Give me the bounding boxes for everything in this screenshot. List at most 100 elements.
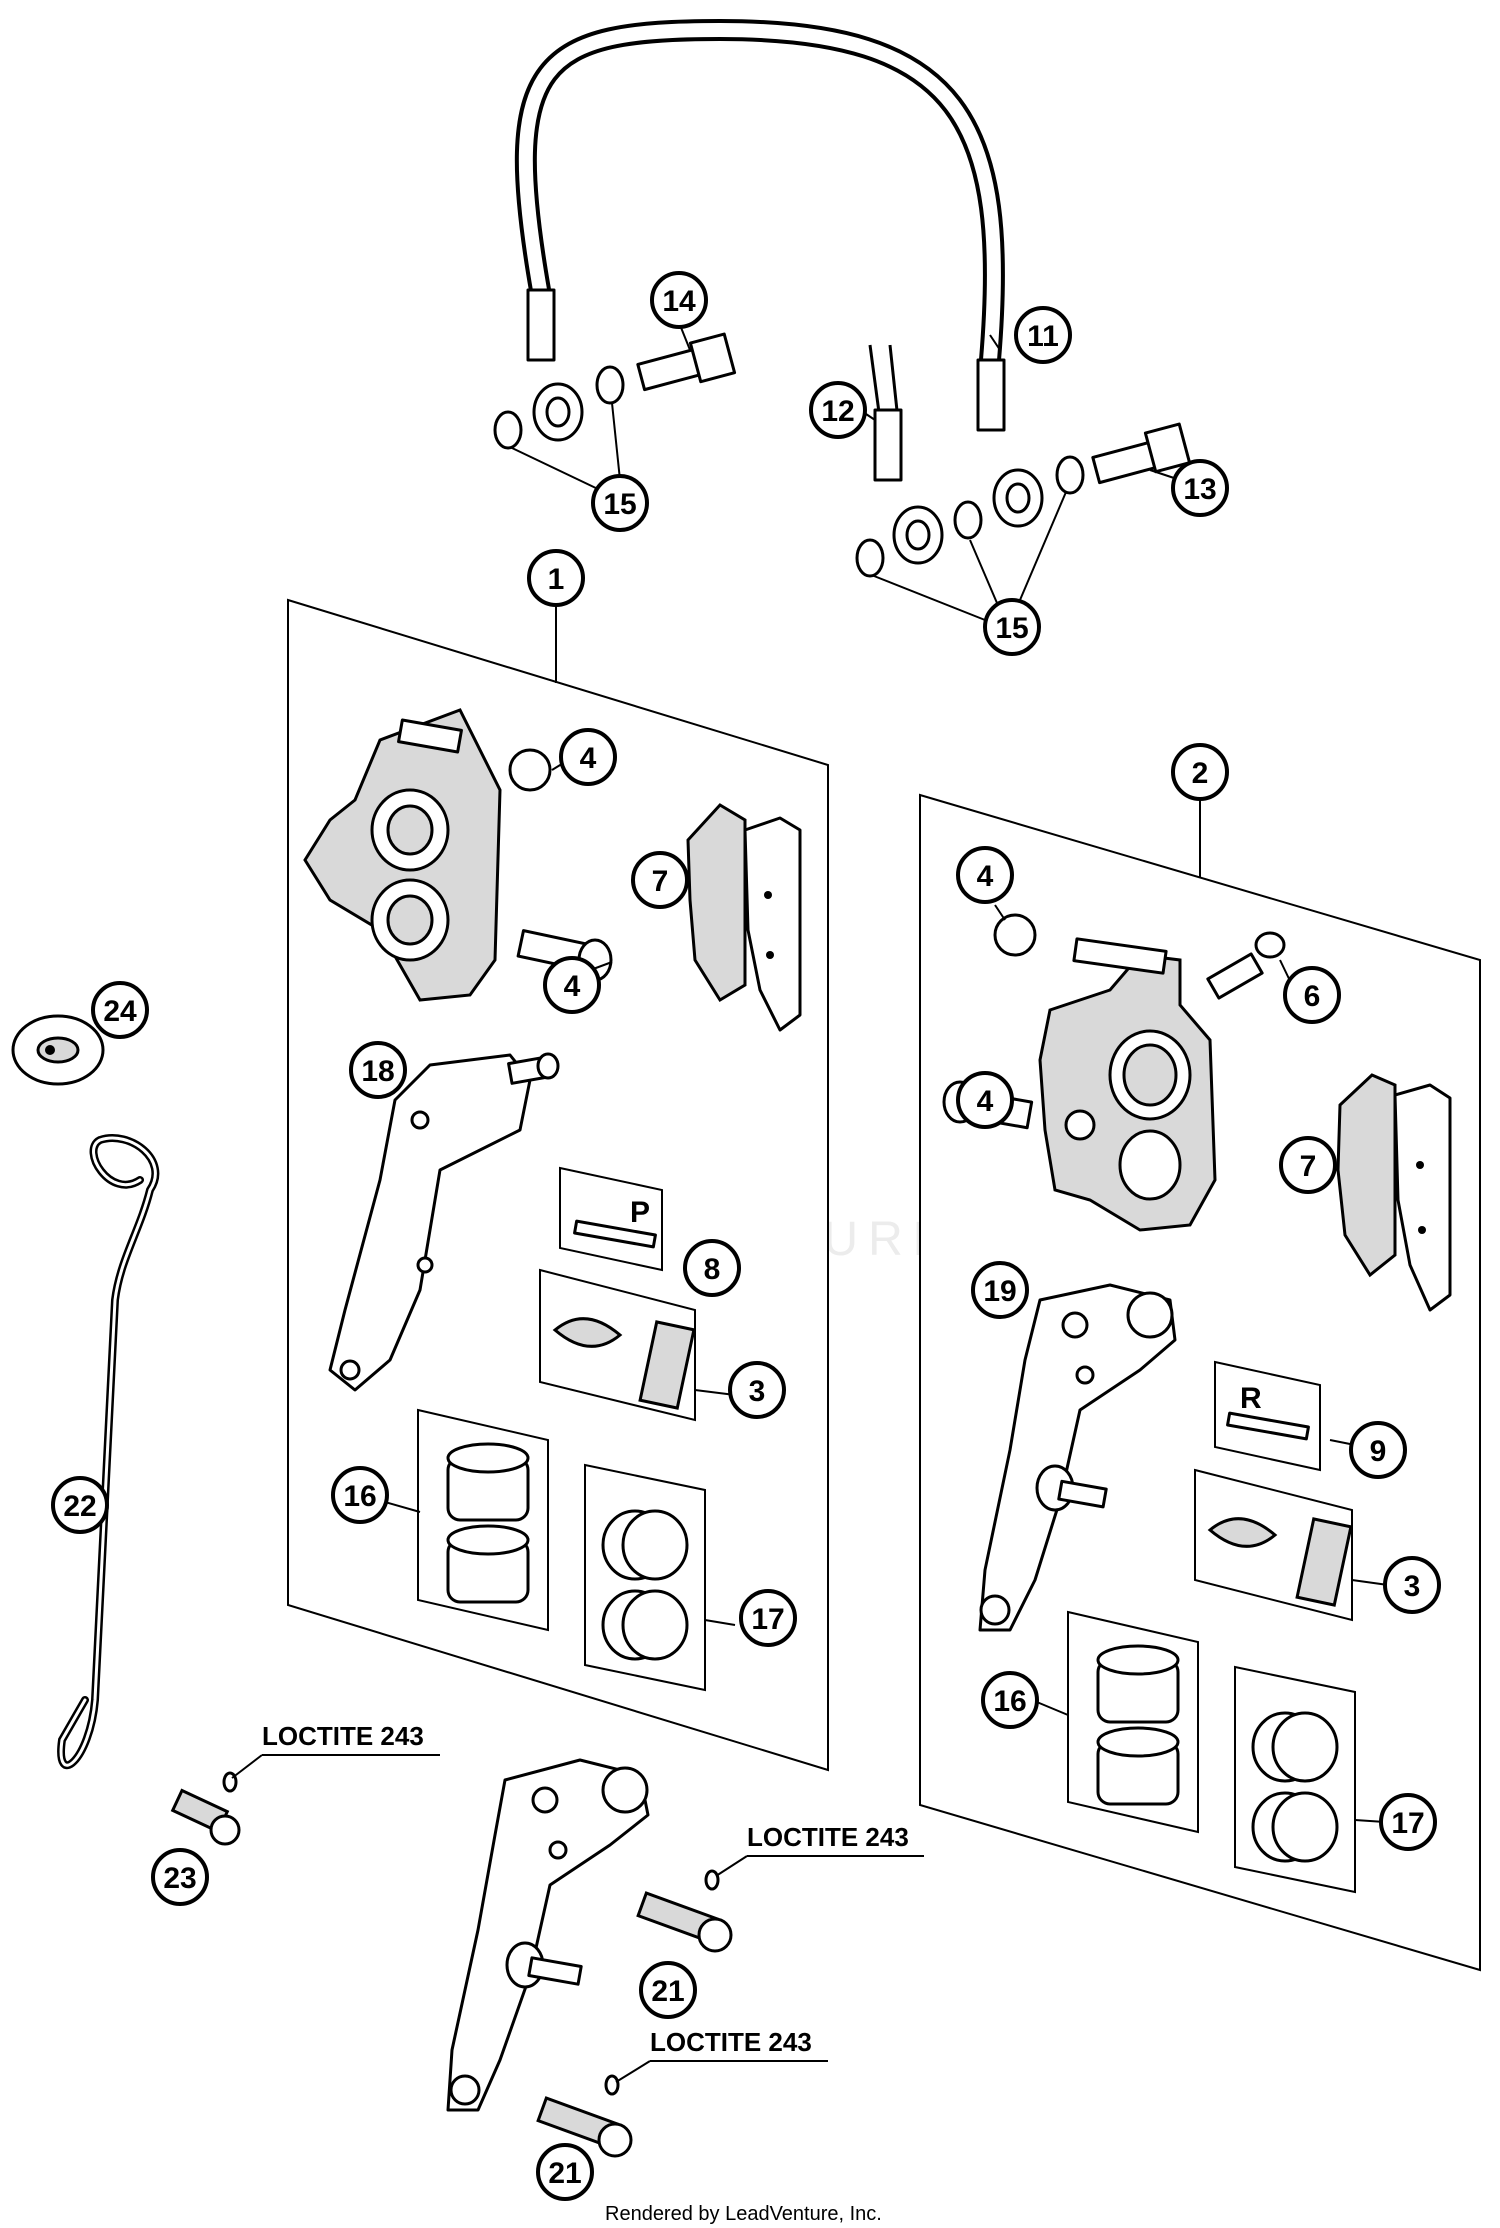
loctite-label-2: LOCTITE 243 [747, 1822, 909, 1852]
callout-number: 23 [163, 1862, 196, 1895]
caliper-bracket-bottom [446, 1758, 650, 2112]
callout-circle [956, 1071, 1014, 1129]
pin-card-8: P [559, 1166, 663, 1272]
callout-circle [983, 598, 1041, 656]
callout-number: 19 [983, 1275, 1016, 1308]
decal-card-3-right [1194, 1468, 1353, 1622]
callout-number: 9 [1370, 1435, 1387, 1468]
piston-set-16-right [1067, 1610, 1199, 1834]
callout-number: 7 [652, 865, 669, 898]
callout-number: 13 [1183, 473, 1216, 506]
callout-number: 6 [1304, 980, 1321, 1013]
loctite-note-1: LOCTITE 243 [231, 1721, 440, 1779]
callout-circle [1379, 1793, 1437, 1851]
callout-number: 7 [1300, 1150, 1317, 1183]
callout-number: 3 [749, 1375, 766, 1408]
brake-hose-11 [514, 18, 1006, 432]
callout-circle [650, 271, 708, 329]
loctite-note-3: LOCTITE 243 [615, 2027, 828, 2083]
sealing-washers-15 [493, 365, 1085, 578]
callout-number: 15 [603, 488, 636, 521]
callout-circle [331, 1466, 389, 1524]
callout-number: 12 [821, 395, 854, 428]
callout-number: 16 [343, 1480, 376, 1513]
callout-circle [971, 1261, 1029, 1319]
callout-circle [349, 1041, 407, 1099]
callout-circle [591, 474, 649, 532]
callouts: 1233444467789111213141515161617171819212… [51, 271, 1441, 2201]
callout-circle [559, 728, 617, 786]
screw-21-lower [536, 2074, 633, 2158]
callout-number: 18 [361, 1055, 394, 1088]
brake-line-12 [868, 344, 944, 565]
callout-circle [1279, 1136, 1337, 1194]
callout-circle [527, 549, 585, 607]
grommet-24 [11, 1014, 105, 1086]
banjo-bolt-13 [1091, 422, 1192, 485]
banjo-fitting-left [532, 382, 584, 442]
rendered-by-credit: Rendered by LeadVenture, Inc. [605, 2203, 882, 2225]
callout-circle [1283, 966, 1341, 1024]
caliper-bracket-19 [978, 1283, 1177, 1632]
leader-lines-hose [511, 324, 1181, 621]
brake-pads-7-right [1336, 1073, 1452, 1312]
callout-number: 21 [548, 2157, 581, 2190]
callout-circle [981, 1671, 1039, 1729]
seal-set-17-right [1234, 1665, 1356, 1894]
callout-number: 4 [977, 860, 994, 893]
callout-circle [728, 1361, 786, 1419]
callout-circle [91, 981, 149, 1039]
callout-circle [151, 1848, 209, 1906]
piston-set-16-left [417, 1408, 549, 1632]
callout-number: 17 [751, 1603, 784, 1636]
callout-number: 17 [1391, 1807, 1424, 1840]
callout-circle [543, 956, 601, 1014]
callout-circle [739, 1589, 797, 1647]
callout-number: 24 [103, 995, 137, 1028]
loctite-label-1: LOCTITE 243 [262, 1721, 424, 1751]
callout-circle [809, 381, 867, 439]
callout-number: 1 [548, 563, 565, 596]
callout-circle [683, 1239, 741, 1297]
callout-number: 16 [993, 1685, 1026, 1718]
screw-23 [170, 1771, 241, 1846]
bleed-valve-6 [1206, 931, 1286, 1000]
banjo-fitting-right [992, 468, 1044, 528]
decal-card-3-left [539, 1268, 696, 1422]
callout-circle [51, 1476, 109, 1534]
bleed-cap-4-right [993, 913, 1037, 957]
callout-circle [536, 2143, 594, 2201]
pin-card-8-letter: P [630, 1196, 650, 1229]
screw-21-upper [636, 1869, 733, 1953]
callout-number: 4 [580, 742, 597, 775]
bleed-cap-4-left [508, 748, 552, 792]
callout-number: 4 [564, 970, 581, 1003]
seal-set-17-left [584, 1463, 706, 1692]
callout-number: 15 [995, 612, 1028, 645]
callout-circle [1014, 306, 1072, 364]
brake-pads-7-left [686, 803, 802, 1032]
caliper-housing-right [1038, 937, 1217, 1232]
pin-card-9: R [1214, 1360, 1321, 1472]
callout-number: 3 [1404, 1570, 1421, 1603]
callout-number: 8 [704, 1253, 721, 1286]
callout-circle [639, 1961, 697, 2019]
callout-number: 21 [651, 1975, 684, 2008]
callout-number: 2 [1192, 757, 1209, 790]
loctite-label-3: LOCTITE 243 [650, 2027, 812, 2057]
callout-number: 4 [977, 1085, 994, 1118]
callout-circle [956, 846, 1014, 904]
banjo-bolt-14 [636, 332, 737, 392]
callout-number: 11 [1027, 320, 1059, 353]
caliper-bracket-18 [328, 1052, 560, 1392]
callout-circle [1171, 459, 1229, 517]
callout-number: 22 [63, 1490, 96, 1523]
callout-circle [1349, 1421, 1407, 1479]
callout-circle [1383, 1556, 1441, 1614]
loctite-note-2: LOCTITE 243 [715, 1822, 924, 1877]
wire-clip-22 [57, 1134, 160, 1770]
callout-circle [1171, 743, 1229, 801]
callout-circle [631, 851, 689, 909]
callout-number: 14 [662, 285, 696, 318]
